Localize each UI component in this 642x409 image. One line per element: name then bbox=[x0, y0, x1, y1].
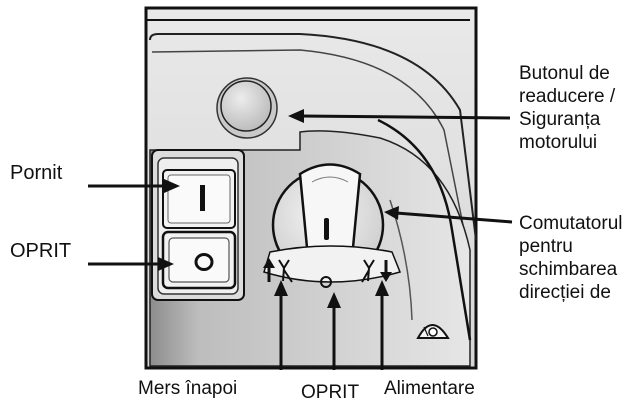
off-label-bottom: OPRIT bbox=[301, 382, 360, 403]
on-label: Pornit bbox=[10, 162, 63, 184]
direction-switch-label-line: direcției de bbox=[519, 282, 611, 303]
direction-switch-label-line: Comutatorul bbox=[519, 213, 623, 234]
reset-button-label-line: Siguranța bbox=[519, 109, 601, 130]
arrow-off-bottom bbox=[327, 292, 341, 370]
off-position-icon bbox=[320, 276, 332, 288]
off-mark bbox=[194, 253, 214, 271]
direction-label-plate bbox=[263, 245, 402, 288]
feed-arrow-icon bbox=[361, 259, 392, 283]
direction-switch-label-clip: Comutatorul pentru schimbarea direcției … bbox=[519, 212, 642, 330]
reset-button-label-line: motorului bbox=[519, 132, 598, 153]
reset-button[interactable] bbox=[216, 77, 278, 139]
rocker-switch[interactable] bbox=[151, 149, 245, 301]
reset-button-label-line: Butonul de bbox=[519, 63, 610, 84]
reset-button-label-line: readucere / bbox=[519, 86, 616, 107]
on-mark bbox=[200, 185, 205, 211]
arrow-reset bbox=[288, 109, 511, 123]
arrow-feed bbox=[375, 280, 389, 370]
direction-switch-label-line: schimbarea bbox=[519, 259, 618, 280]
reset-button-label: Butonul de readucere / Siguranța motorul… bbox=[519, 62, 615, 154]
reverse-label: Mers înapoi bbox=[138, 378, 238, 399]
reverse-arrow-icon bbox=[263, 258, 293, 283]
arrow-direction-switch bbox=[384, 206, 513, 224]
off-label-left: OPRIT bbox=[10, 240, 72, 262]
feed-label: Alimentare bbox=[384, 378, 475, 399]
arrow-off-left bbox=[88, 257, 174, 271]
direction-switch-label: Comutatorul pentru schimbarea direcției … bbox=[519, 212, 642, 304]
direction-switch-label-line: pentru bbox=[519, 236, 573, 257]
arrow-on bbox=[88, 179, 180, 193]
arrow-reverse bbox=[274, 280, 288, 370]
